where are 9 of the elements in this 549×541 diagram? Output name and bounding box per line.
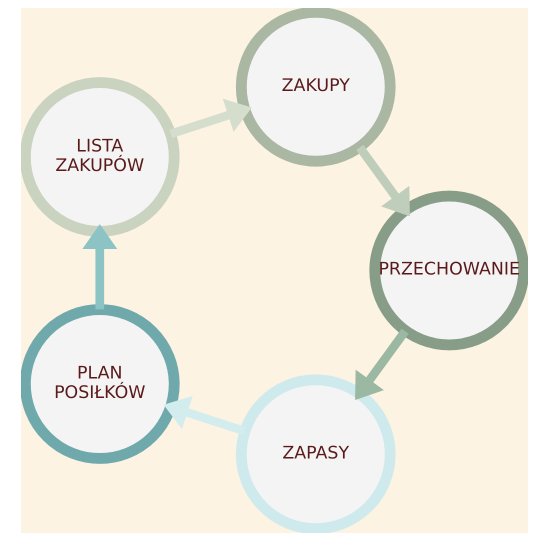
node-circle: LISTA ZAKUPÓW [21,77,180,237]
arrow [82,224,118,310]
node-circle: PRZECHOWANIE [369,190,528,350]
node-circle: ZAKUPY [236,8,396,167]
arrow [356,144,410,216]
arrow [169,98,252,138]
node-circle: PLAN POSIŁKÓW [21,304,180,464]
arrow [355,328,409,400]
node-circle: ZAPASY [236,374,396,533]
